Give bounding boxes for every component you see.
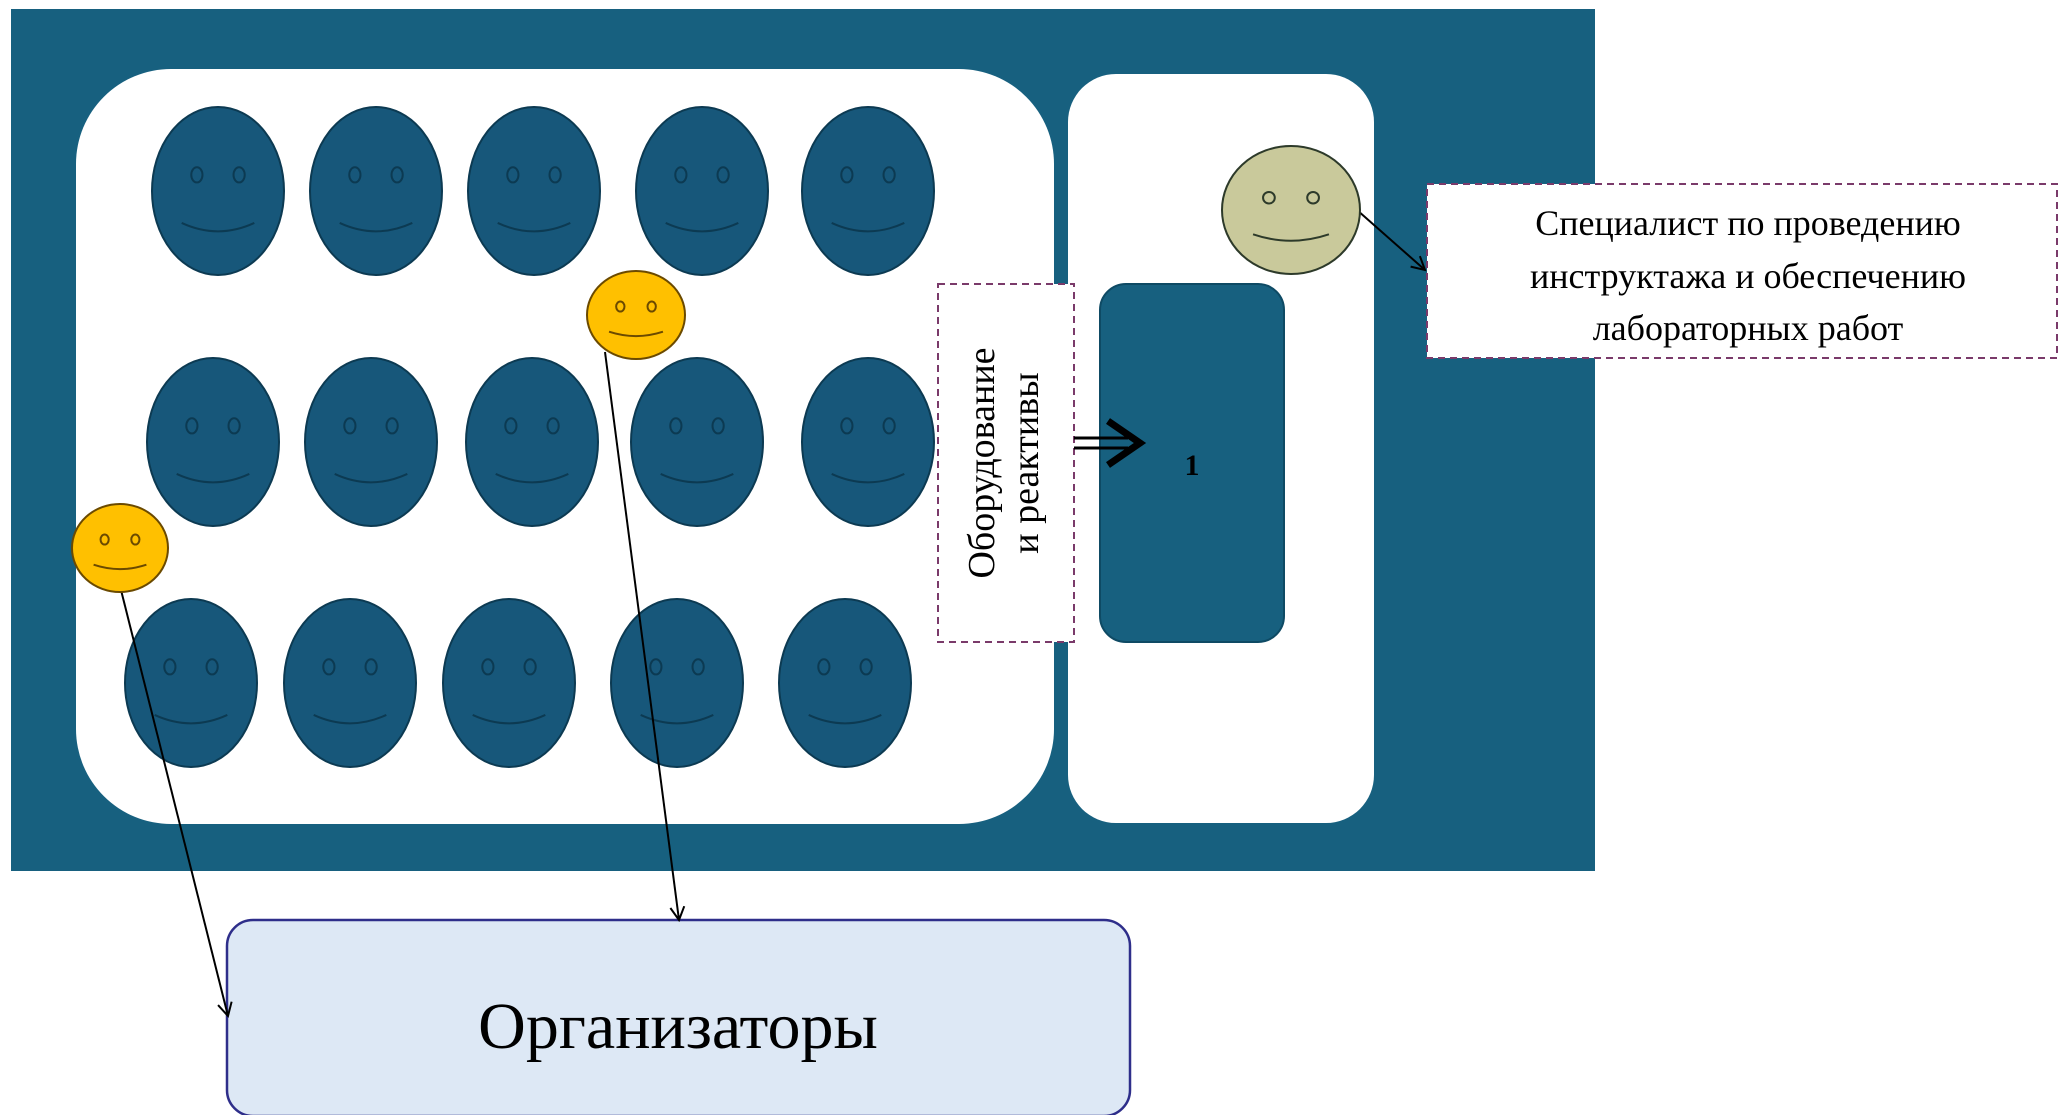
student-icon — [801, 106, 935, 276]
student-icon — [146, 357, 280, 527]
smile-icon — [1252, 233, 1330, 242]
eye-icon — [504, 417, 518, 435]
smile-icon — [154, 714, 228, 725]
eye-icon — [649, 658, 663, 676]
eye-icon — [205, 658, 219, 676]
student-icon — [778, 598, 912, 768]
student-icon — [151, 106, 285, 276]
smile-icon — [808, 714, 882, 725]
equipment-label-line1: Оборудование — [961, 347, 1003, 578]
student-icon — [635, 106, 769, 276]
eye-icon — [882, 166, 896, 184]
smile-icon — [181, 222, 255, 233]
equipment-arrow — [1074, 418, 1147, 468]
eye-icon — [674, 166, 688, 184]
specialist-arrow — [1356, 209, 1425, 270]
student-icon — [610, 598, 744, 768]
specialist-label-line3: лабораторных работ — [1593, 308, 1904, 348]
eye-icon — [390, 166, 404, 184]
smile-icon — [640, 714, 714, 725]
eye-icon — [691, 658, 705, 676]
eye-icon — [669, 417, 683, 435]
smile-icon — [339, 222, 413, 233]
eye-icon — [523, 658, 537, 676]
eye-icon — [882, 417, 896, 435]
organizer-arrow-right — [604, 351, 679, 920]
organizers-label: Организаторы — [478, 990, 878, 1063]
smile-icon — [608, 330, 664, 338]
eye-icon — [232, 166, 246, 184]
eye-icon — [506, 166, 520, 184]
smile-icon — [665, 222, 739, 233]
eye-icon — [817, 658, 831, 676]
smile-icon — [472, 714, 546, 725]
eye-icon — [130, 533, 141, 546]
equipment-label-box — [937, 283, 1075, 643]
smile-icon — [831, 222, 905, 233]
eye-icon — [716, 166, 730, 184]
student-icon — [283, 598, 417, 768]
eye-icon — [190, 166, 204, 184]
student-icon — [304, 357, 438, 527]
eye-icon — [1262, 190, 1276, 205]
student-icon — [801, 357, 935, 527]
eye-icon — [343, 417, 357, 435]
student-group — [124, 106, 935, 768]
eye-icon — [481, 658, 495, 676]
eye-icon — [385, 417, 399, 435]
eye-icon — [99, 533, 110, 546]
smile-icon — [660, 473, 734, 484]
eye-icon — [840, 166, 854, 184]
eye-icon — [615, 300, 626, 313]
eye-icon — [859, 658, 873, 676]
eye-icon — [185, 417, 199, 435]
student-icon — [630, 357, 764, 527]
specialist-icon — [1221, 145, 1361, 275]
eye-icon — [1306, 190, 1320, 205]
smile-icon — [93, 563, 147, 571]
specialist-label-line2: инструктажа и обеспечению — [1530, 256, 1966, 296]
smile-icon — [831, 473, 905, 484]
table-number: 1 — [1185, 449, 1200, 482]
specialist-label-box — [1426, 183, 2058, 359]
smile-icon — [497, 222, 571, 233]
student-icon — [124, 598, 258, 768]
student-icon — [465, 357, 599, 527]
student-icon — [442, 598, 576, 768]
eye-icon — [646, 300, 657, 313]
eye-icon — [348, 166, 362, 184]
specialist-label-line1: Специалист по проведению — [1535, 203, 1961, 243]
eye-icon — [364, 658, 378, 676]
lab-table — [1099, 283, 1285, 643]
eye-icon — [322, 658, 336, 676]
smile-icon — [334, 473, 408, 484]
organizer-arrow-left — [119, 585, 228, 1016]
eye-icon — [840, 417, 854, 435]
eye-icon — [163, 658, 177, 676]
organizer-icon — [71, 503, 169, 593]
organizer-icon — [586, 270, 686, 360]
eye-icon — [546, 417, 560, 435]
eye-icon — [711, 417, 725, 435]
student-icon — [309, 106, 443, 276]
eye-icon — [227, 417, 241, 435]
equipment-label-line2: и реактивы — [1005, 372, 1047, 553]
smile-icon — [313, 714, 387, 725]
smile-icon — [495, 473, 569, 484]
student-icon — [467, 106, 601, 276]
eye-icon — [548, 166, 562, 184]
smile-icon — [176, 473, 250, 484]
